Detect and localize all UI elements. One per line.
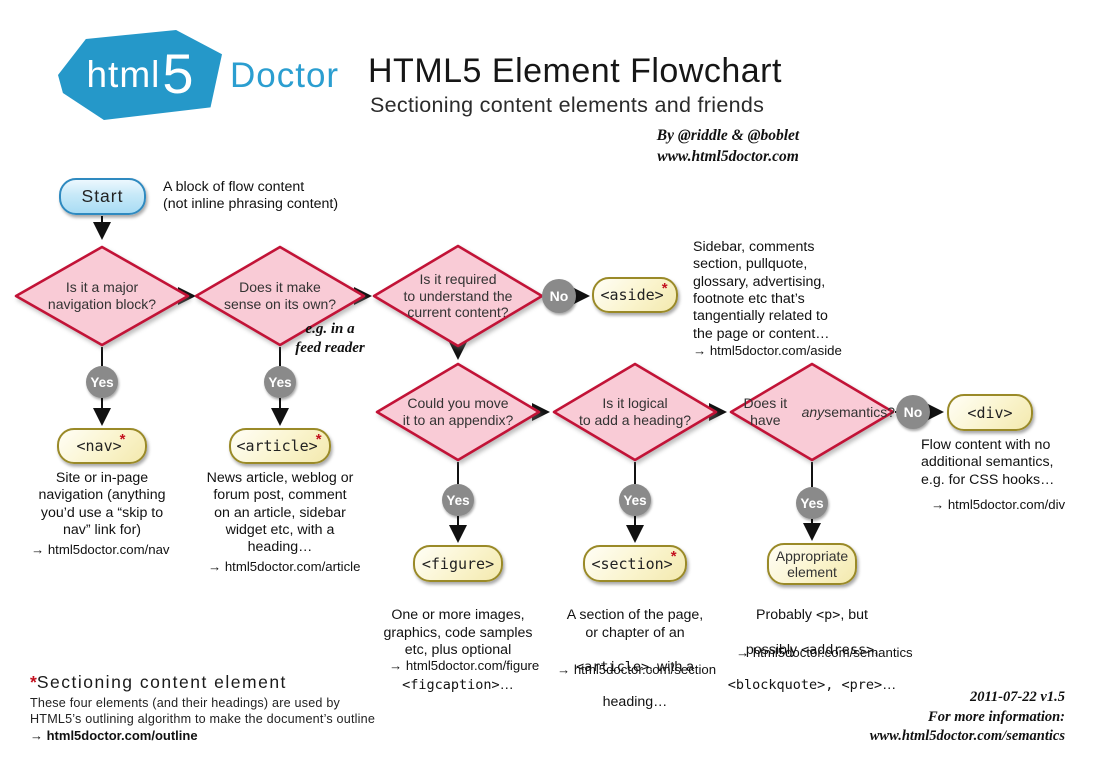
div-node: <div> (947, 394, 1033, 431)
section-description: A section of the page, or chapter of an … (566, 607, 704, 710)
yes-badge-article: Yes (264, 366, 296, 398)
aside-link: → html5doctor.com/aside (693, 343, 842, 358)
brand-doctor: Doctor (230, 56, 340, 95)
no-badge-div: No (896, 395, 930, 429)
article-node: <article>* (229, 428, 331, 464)
section-node: <section>* (583, 545, 687, 582)
start-note: A block of flow content (not inline phra… (163, 179, 339, 213)
feed-reader-note: e.g. in a feed reader (295, 321, 365, 356)
byline: By @riddle & @boblet www.html5doctor.com (600, 126, 856, 168)
footnote-body: These four elements (and their headings)… (30, 696, 376, 726)
appropriate-description: Probably <p>, but possibly <address>, <b… (727, 607, 897, 693)
article-description: News article, weblog or forum post, comm… (206, 470, 354, 556)
sectioning-footnote: *Sectioning content element These four e… (30, 672, 375, 743)
appropriate-link: → html5doctor.com/semantics (736, 645, 913, 660)
appropriate-element-node: Appropriate element (767, 543, 857, 585)
article-link: → html5doctor.com/article (208, 559, 361, 574)
div-link: → html5doctor.com/div (931, 497, 1066, 512)
more-info-url: www.html5doctor.com/semantics (869, 728, 1065, 745)
version-info: 2011-07-22 v1.5 For more information: ww… (870, 688, 1065, 747)
footnote-link: → html5doctor.com/outline (30, 728, 198, 744)
section-link: → html5doctor.com/section (557, 662, 717, 677)
nav-node: <nav>* (57, 428, 147, 464)
decision-required-to-understand: Is it required to understand the current… (372, 244, 544, 348)
figure-description: One or more images, graphics, code sampl… (383, 607, 533, 693)
yes-badge-section: Yes (619, 484, 651, 516)
aside-node: <aside>* (592, 277, 678, 313)
figure-node: <figure> (413, 545, 503, 582)
logo-hexagon-shape (58, 30, 222, 120)
start-node: Start (59, 178, 146, 215)
aside-description: Sidebar, comments section, pullquote, gl… (693, 239, 830, 342)
no-badge-aside: No (542, 279, 576, 313)
decision-move-to-appendix: Could you move it to an appendix? (375, 362, 541, 462)
version-number: 2011-07-22 v1.5 (969, 689, 1065, 705)
more-info-label: For more information: (928, 708, 1065, 725)
byline-authors: By @riddle & @boblet (656, 127, 800, 144)
yes-badge-appropriate: Yes (796, 487, 828, 519)
nav-link: → html5doctor.com/nav (31, 542, 170, 557)
decision-major-navigation: Is it a major navigation block? (14, 245, 190, 347)
decision-sense-on-own: Does it make sense on its own? (194, 245, 366, 347)
yes-badge-figure: Yes (442, 484, 474, 516)
footnote-heading: *Sectioning content element (30, 672, 287, 692)
nav-description: Site or in-page navigation (anything you… (38, 470, 166, 538)
page-subtitle: Sectioning content elements and friends (370, 93, 765, 117)
figure-link: → html5doctor.com/figure (389, 658, 540, 673)
decision-logical-heading: Is it logical to add a heading? (552, 362, 718, 462)
page-title: HTML5 Element Flowchart (368, 52, 782, 90)
yes-badge-nav: Yes (86, 366, 118, 398)
byline-url: www.html5doctor.com (657, 147, 799, 165)
div-description: Flow content with no additional semantic… (921, 437, 1055, 488)
